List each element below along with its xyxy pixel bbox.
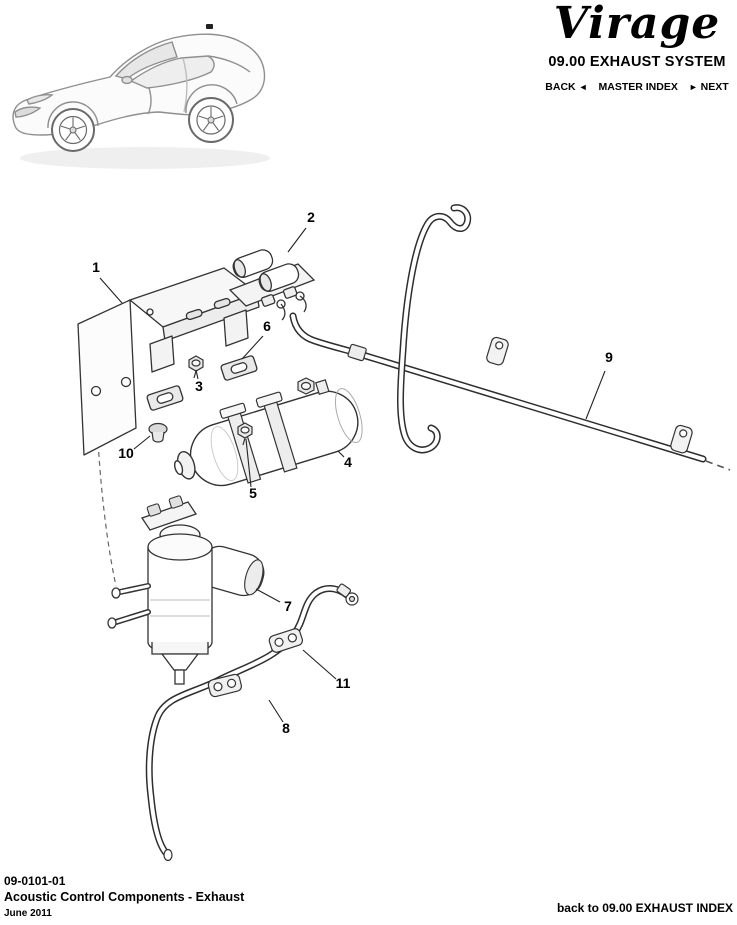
header-nav: BACK ◄ MASTER INDEX ► NEXT: [541, 81, 733, 93]
mounting-bracket: [77, 267, 260, 456]
nav-back-label: BACK: [545, 81, 576, 93]
hose-clip-9a: [486, 336, 509, 366]
callout-11: 11: [336, 675, 351, 691]
vacuum-reservoir: [173, 377, 363, 487]
hose-open-end: [163, 848, 173, 862]
roof-antenna: [206, 24, 213, 29]
callout-5: 5: [249, 485, 257, 501]
mounting-pads: [146, 355, 258, 411]
reservoir-bolt: [297, 377, 315, 395]
hose-clip-lower: [207, 673, 242, 698]
exhaust-index-link[interactable]: back to 09.00 EXHAUST INDEX: [556, 901, 733, 915]
pump-ports: [107, 583, 151, 629]
callout-9: 9: [605, 349, 613, 365]
callout-7: 7: [284, 598, 292, 614]
callout-numbers: 1 2 3 4 5 6 7 8 9 10 11: [92, 209, 613, 736]
screw-5: [237, 422, 253, 446]
virage-logo: Virage: [553, 0, 721, 49]
callout-8: 8: [282, 720, 290, 736]
solenoid-valve: [228, 249, 316, 321]
car-illustration: [12, 24, 270, 169]
nav-next-link[interactable]: ► NEXT: [689, 81, 729, 93]
footer-left: 09-0101-01 Acoustic Control Components -…: [4, 874, 244, 919]
hose-clip-11: [268, 628, 303, 653]
hose-end-fitting: [336, 583, 359, 606]
callout-2: 2: [307, 209, 315, 225]
brand-block: Virage 09.00 EXHAUST SYSTEM BACK ◄ MASTE…: [541, 0, 733, 94]
callout-4: 4: [344, 454, 352, 470]
doc-date: June 2011: [4, 908, 52, 919]
callout-leaders: [99, 227, 606, 723]
grommet: [148, 422, 168, 443]
doc-title: Acoustic Control Components - Exhaust: [4, 889, 245, 904]
section-title: 09.00 EXHAUST SYSTEM: [548, 54, 726, 70]
pump-assembly: [107, 495, 265, 685]
back-arrow-icon: ◄: [578, 82, 588, 92]
screw-3: [188, 355, 204, 379]
car-body: [12, 24, 270, 169]
vacuum-hose-9: [289, 204, 731, 471]
callout-3: 3: [195, 378, 203, 394]
exploded-diagram: 1 2 3 4 5 6 7 8 9 10 11: [77, 204, 731, 862]
doc-number: 09-0101-01: [4, 873, 66, 888]
hose-clip-9b: [670, 424, 693, 454]
next-arrow-icon: ►: [688, 82, 698, 92]
nav-next-label: NEXT: [700, 81, 729, 93]
nav-master-index-link[interactable]: MASTER INDEX: [598, 81, 678, 93]
rear-wheel: [188, 97, 234, 143]
callout-10: 10: [118, 445, 134, 461]
callout-1: 1: [92, 259, 100, 275]
front-wheel: [51, 108, 95, 152]
hose-union-fitting: [347, 343, 367, 362]
nav-back-link[interactable]: BACK ◄: [545, 81, 587, 93]
callout-6: 6: [263, 318, 271, 334]
